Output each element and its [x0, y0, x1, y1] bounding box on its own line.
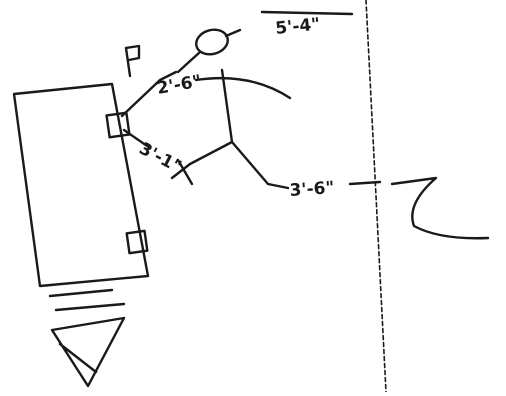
upper-arm [120, 50, 202, 118]
water-level-triangle [50, 316, 126, 388]
lower-arm-tick [176, 158, 194, 186]
lower-arm [122, 128, 234, 180]
head-oval [195, 28, 229, 56]
label-top-right: 5'-4" [274, 14, 321, 39]
upper-hinge-box [105, 111, 131, 139]
head-hook [224, 28, 242, 38]
lower-hinge-box [125, 229, 149, 255]
wall-panel [12, 82, 150, 288]
label-left-middle: 3'-1" [136, 139, 185, 178]
label-middle-right: 3'-6" [289, 178, 335, 201]
dashed-reference-line [365, 0, 387, 393]
right-squiggle [390, 176, 490, 240]
body-line [220, 68, 290, 190]
top-dimension-tick [260, 10, 354, 16]
upper-arm-curve [194, 76, 292, 100]
top-flag-mark [124, 44, 141, 78]
label-left-upper: 2'-6" [155, 71, 203, 98]
right-dimension-line [348, 180, 382, 186]
ground-lines [48, 288, 126, 312]
